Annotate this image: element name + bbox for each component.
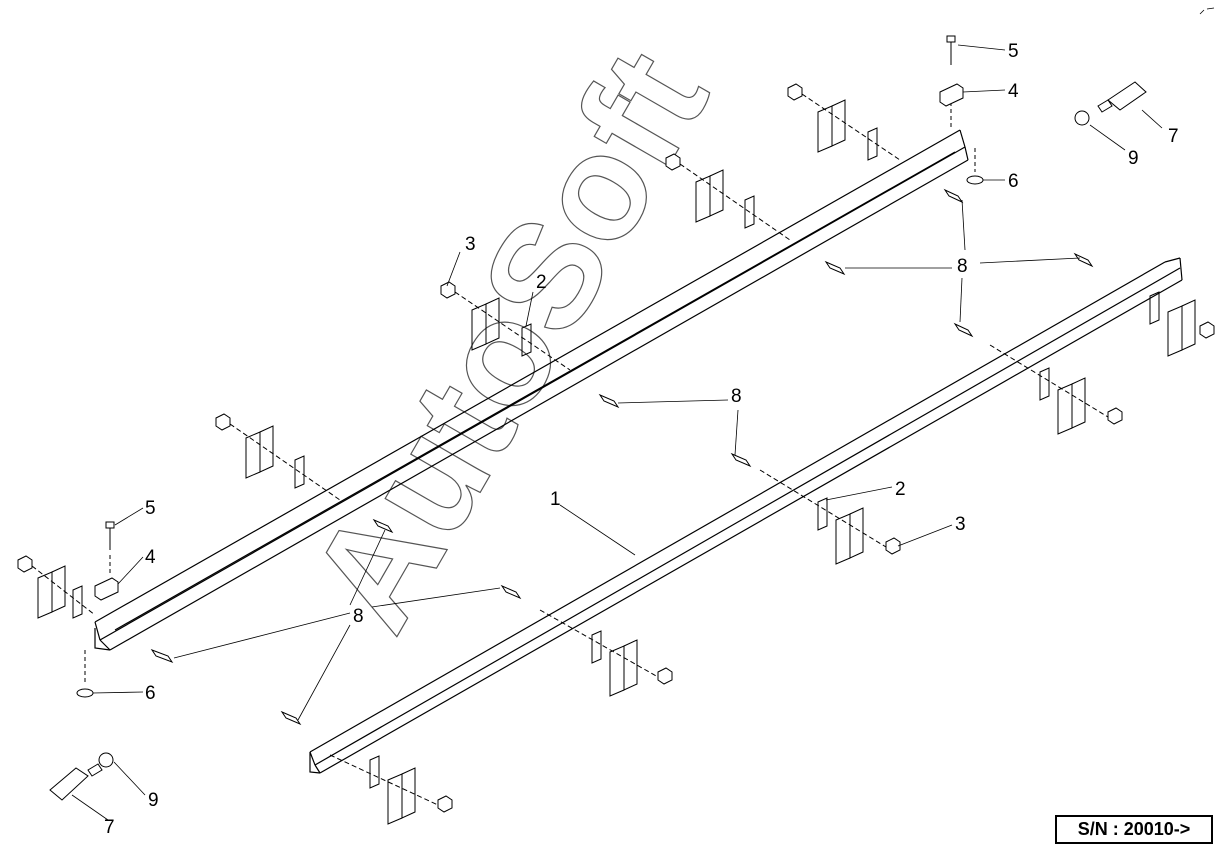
callout-9-right: 9 xyxy=(1128,148,1139,169)
callout-6-left: 6 xyxy=(145,683,156,704)
callout-1: 1 xyxy=(550,489,561,510)
callout-7-left: 7 xyxy=(104,817,115,838)
end-cap-left xyxy=(49,752,114,801)
bracket-group-lower-5 xyxy=(1149,291,1215,357)
bracket-group-lower-3 xyxy=(759,469,901,565)
bracket-group-lower-1 xyxy=(329,754,453,825)
cap-screw-left xyxy=(105,521,115,575)
serial-number-label: S/N : 20010-> xyxy=(1055,815,1213,844)
bracket-group-lower-2 xyxy=(539,609,673,697)
bolt-group xyxy=(150,188,1094,726)
callout-3-lower: 3 xyxy=(955,514,966,535)
callout-5-right: 5 xyxy=(1008,41,1019,62)
bracket-group-upper-4 xyxy=(665,153,791,241)
callout-9-left: 9 xyxy=(148,790,159,811)
callout-6-right: 6 xyxy=(1008,171,1019,192)
leader-lines xyxy=(71,44,1163,821)
bracket-group-upper-1 xyxy=(17,555,96,619)
bracket-group-upper-3 xyxy=(440,281,571,371)
corner-mark xyxy=(1199,7,1215,15)
upper-rail xyxy=(94,129,969,651)
callout-3-upper: 3 xyxy=(465,234,476,255)
callout-8-center: 8 xyxy=(731,386,742,407)
callout-4-left: 4 xyxy=(145,547,156,568)
cap-screw-right xyxy=(946,35,956,130)
flange-nut-left xyxy=(76,650,94,698)
bracket-group-upper-2 xyxy=(215,413,341,501)
callout-5-left: 5 xyxy=(145,498,156,519)
spacer-block-right xyxy=(939,83,964,107)
spacer-block-left xyxy=(94,577,119,601)
callout-8-left: 8 xyxy=(353,606,364,627)
bracket-group-lower-4 xyxy=(989,344,1123,435)
lower-rail xyxy=(309,257,1183,774)
callout-2-lower: 2 xyxy=(895,479,906,500)
end-cap-right xyxy=(1074,81,1147,126)
callout-8-right: 8 xyxy=(957,256,968,277)
bracket-group-upper-5 xyxy=(787,83,901,161)
callout-2-upper: 2 xyxy=(536,272,547,293)
callout-4-right: 4 xyxy=(1008,81,1019,102)
callout-7-right: 7 xyxy=(1168,126,1179,147)
flange-nut-right xyxy=(966,148,984,185)
